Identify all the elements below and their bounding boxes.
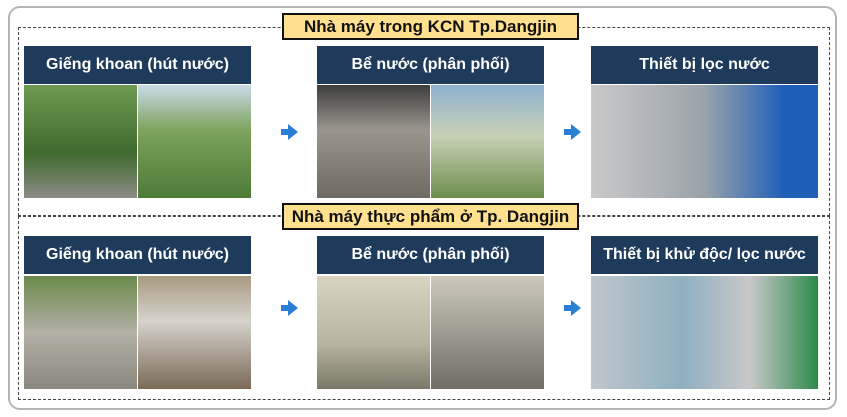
section-2-title: Nhà máy thực phẩm ở Tp. Dangjin (282, 203, 579, 230)
arrow-right-icon (281, 124, 298, 140)
well-photo-4 (138, 276, 251, 389)
tank-photo-4 (431, 276, 544, 389)
well-photo-1 (24, 85, 137, 198)
step-header-filter: Thiết bị lọc nước (591, 46, 818, 84)
well-photo-2 (138, 85, 251, 198)
section-1-title: Nhà máy trong KCN Tp.Dangjin (282, 13, 579, 40)
arrow-right-icon (564, 300, 581, 316)
arrow-right-icon (564, 124, 581, 140)
tank-photo-1 (317, 85, 430, 198)
well-photo-3 (24, 276, 137, 389)
tank-photo-3 (317, 276, 430, 389)
step-header-well: Giếng khoan (hút nước) (24, 46, 251, 84)
disinfection-photo (591, 276, 818, 389)
diagram-frame (8, 6, 837, 410)
step-header-tank: Bể nước (phân phối) (317, 46, 544, 84)
step-header-well: Giếng khoan (hút nước) (24, 236, 251, 274)
arrow-right-icon (281, 300, 298, 316)
tank-photo-2 (431, 85, 544, 198)
step-header-tank: Bể nước (phân phối) (317, 236, 544, 274)
filter-photo (591, 85, 818, 198)
step-header-disinfection: Thiết bị khử độc/ lọc nước (591, 236, 818, 274)
